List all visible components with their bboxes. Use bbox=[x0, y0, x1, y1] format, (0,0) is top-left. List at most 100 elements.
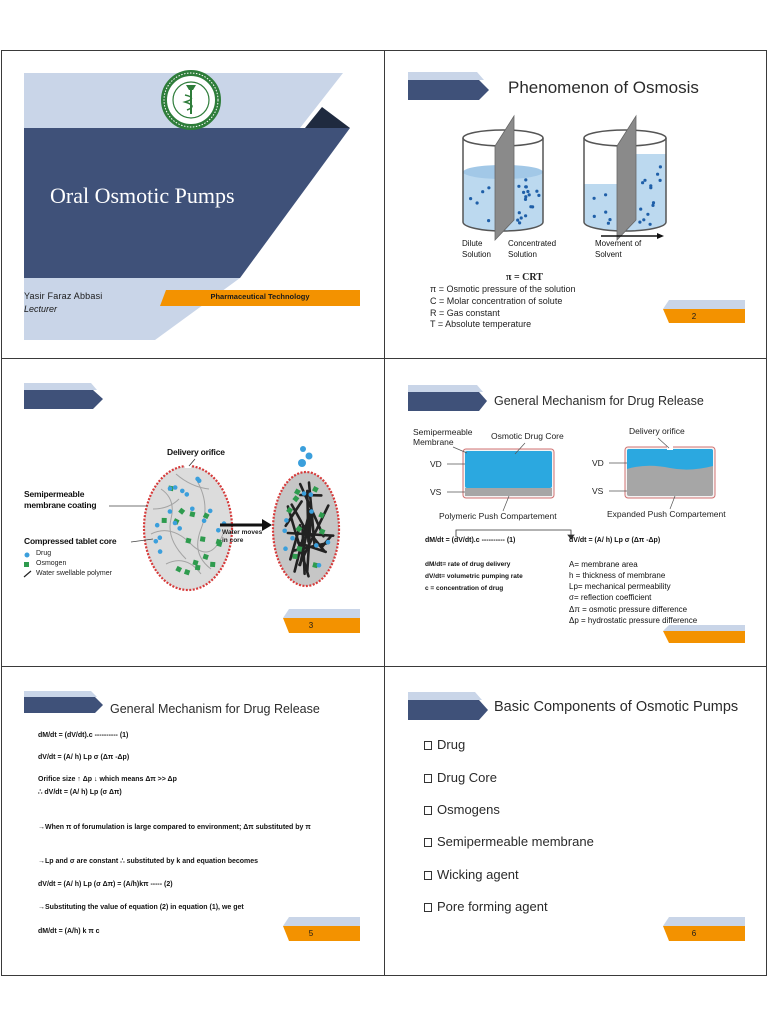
drug-particle bbox=[290, 535, 295, 541]
drug-particle bbox=[308, 492, 314, 497]
definition: π = Osmotic pressure of the solution bbox=[430, 284, 576, 294]
solute-dot bbox=[639, 207, 643, 211]
component-item: Semipermeable membrane bbox=[437, 834, 594, 849]
dilute-solute-dots bbox=[469, 186, 491, 223]
osmogen-particle bbox=[202, 512, 210, 520]
page-number-accent bbox=[663, 917, 745, 926]
osmogen-particle bbox=[189, 511, 196, 518]
solute-dot bbox=[646, 212, 650, 216]
equation-2: dV/dt = (A/ h) Lp σ (Δπ -Δp) bbox=[569, 537, 661, 544]
solute-dot bbox=[481, 190, 485, 194]
drug-particle bbox=[325, 539, 331, 545]
solute-dot bbox=[524, 195, 528, 199]
solute-dot bbox=[527, 193, 531, 197]
vd-label: VD bbox=[592, 458, 604, 468]
drug-core-label: Osmotic Drug Core bbox=[491, 431, 564, 441]
definition: T = Absolute temperature bbox=[430, 319, 532, 329]
solute-dot bbox=[649, 186, 653, 190]
drug-particle bbox=[216, 528, 221, 533]
derivation-line: →Lp and σ are constant ∴ substituted by … bbox=[38, 858, 259, 865]
osmotic-pressure-formula: π = CRT bbox=[506, 272, 543, 283]
osmosis-graphics bbox=[408, 72, 745, 323]
drug-particle bbox=[282, 528, 288, 534]
banner-arrow bbox=[24, 697, 103, 713]
push-compartment bbox=[465, 488, 552, 496]
vd-label: VD bbox=[430, 459, 442, 469]
water-label-line-2: in core bbox=[222, 537, 244, 544]
osmogen-particle bbox=[175, 565, 183, 573]
banner-accent bbox=[408, 385, 483, 392]
term-definition: σ= reflection coefficient bbox=[569, 593, 652, 602]
component-item: Drug bbox=[437, 737, 466, 752]
drug-particles bbox=[282, 491, 331, 568]
term-definition: h = thickness of membrane bbox=[569, 571, 666, 580]
page-number-bar bbox=[283, 926, 360, 941]
solute-dot bbox=[524, 185, 528, 189]
movement-label-line-2: Solvent bbox=[595, 250, 622, 259]
term-definition: c = concentration of drug bbox=[425, 585, 504, 592]
membrane-label-line-1: Semipermeable bbox=[413, 427, 473, 437]
beaker-equal-levels bbox=[462, 114, 544, 242]
solute-dot bbox=[535, 189, 539, 193]
label-pointers bbox=[447, 437, 676, 512]
page-number: 5 bbox=[308, 929, 314, 938]
delivery-orifice bbox=[185, 464, 191, 468]
expanded-push-label: Expanded Push Compartement bbox=[607, 509, 726, 519]
page-number-accent bbox=[283, 609, 360, 618]
drug-particle bbox=[201, 518, 207, 524]
equation-bracket bbox=[455, 529, 575, 540]
definition: R = Gas constant bbox=[430, 308, 500, 318]
solute-dot bbox=[651, 201, 656, 205]
drug-legend-icon bbox=[24, 552, 30, 558]
solute-dot bbox=[638, 220, 642, 224]
membrane-label-line-2: membrane coating bbox=[24, 500, 97, 510]
osmogen-particle bbox=[294, 488, 301, 496]
solute-dots-right bbox=[638, 165, 662, 226]
bullet-box-icon bbox=[424, 871, 432, 880]
solute-dot bbox=[522, 190, 526, 194]
slide-title: Phenomenon of Osmosis bbox=[508, 78, 699, 97]
term-definition: dV/dt= volumetric pumping rate bbox=[425, 573, 523, 580]
drug-particle bbox=[283, 546, 288, 551]
drug-particle bbox=[167, 486, 173, 491]
drug-particle bbox=[190, 506, 195, 512]
derivation-line: →Substituting the value of equation (2) … bbox=[38, 904, 244, 911]
osmogen-particle bbox=[292, 553, 298, 560]
drug-particle bbox=[284, 518, 289, 523]
osmogen-particle bbox=[295, 525, 303, 533]
drug-particle bbox=[309, 509, 314, 514]
osmogen-particle bbox=[210, 561, 216, 568]
slide-title: General Mechanism for Drug Release bbox=[110, 702, 320, 716]
dry-tablet bbox=[142, 458, 234, 592]
osmogen-particle bbox=[216, 540, 223, 547]
solute-dot bbox=[648, 222, 652, 226]
tablet-diagram-graphics bbox=[23, 383, 360, 633]
bullet-box-icon bbox=[424, 838, 432, 847]
derivation-line: dV/dt = (A/ h) Lp (σ Δπ) = (A/h)kπ -----… bbox=[38, 881, 173, 888]
solute-dot bbox=[642, 218, 646, 222]
drug-particle bbox=[157, 535, 163, 540]
solute-dot bbox=[529, 205, 533, 209]
handout-column-divider bbox=[384, 50, 385, 976]
legend-drug: Drug bbox=[36, 550, 52, 557]
solute-dot bbox=[651, 203, 655, 207]
banner-arrow bbox=[408, 80, 489, 100]
solute-dot bbox=[641, 181, 645, 185]
solute-dot bbox=[523, 197, 528, 201]
osmogen-particle bbox=[286, 506, 294, 514]
solute-dot bbox=[526, 189, 530, 194]
osmogen-particle bbox=[185, 537, 192, 544]
osmogen-particle bbox=[318, 511, 325, 519]
solute-dot bbox=[524, 178, 528, 182]
vs-label: VS bbox=[430, 487, 442, 497]
page-number-accent bbox=[283, 917, 360, 926]
drug-particle bbox=[301, 491, 307, 496]
polymer-strand bbox=[284, 500, 303, 528]
drug-particle bbox=[196, 478, 202, 483]
solute-dot bbox=[658, 165, 662, 169]
dark-corner-triangle bbox=[305, 107, 350, 128]
solute-dot bbox=[524, 214, 528, 218]
drug-particle bbox=[177, 526, 182, 531]
mechanism-graphics bbox=[408, 385, 745, 643]
page-number: 2 bbox=[691, 312, 697, 321]
